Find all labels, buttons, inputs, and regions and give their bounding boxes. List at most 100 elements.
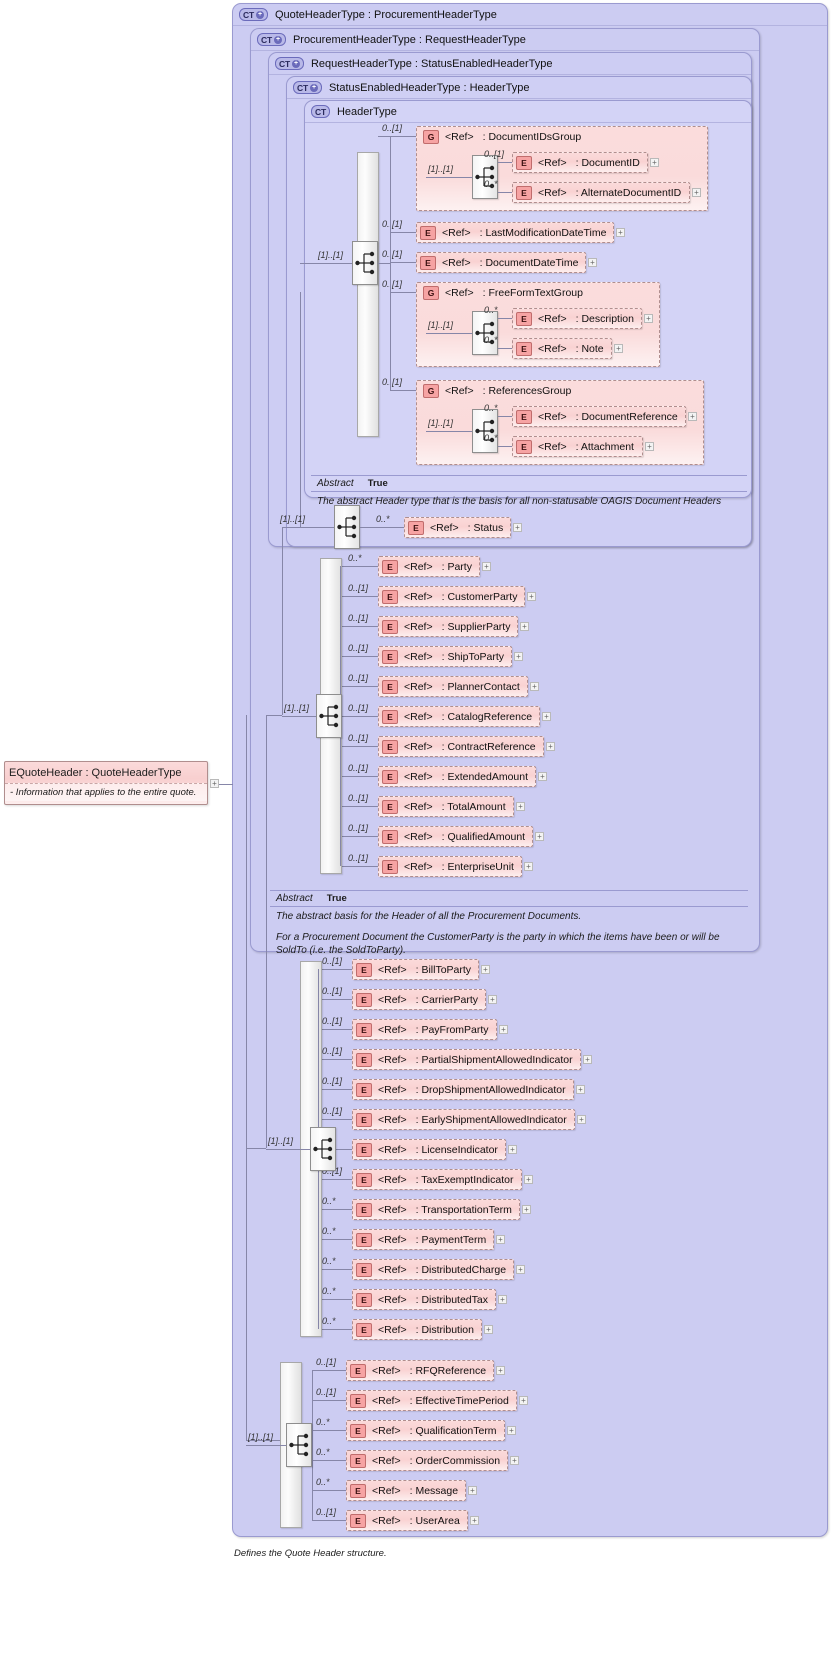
expand-node-icon[interactable]: + <box>499 1025 508 1034</box>
expand-node-icon[interactable]: + <box>519 1396 528 1405</box>
sequence-compositor-icon[interactable] <box>310 1127 336 1171</box>
sequence-compositor-icon[interactable] <box>472 311 498 355</box>
element-node[interactable]: E<Ref>: DocumentDateTime <box>416 252 586 273</box>
expand-node-icon[interactable]: + <box>514 652 523 661</box>
connector <box>318 1179 352 1180</box>
expand-node-icon[interactable]: + <box>507 1426 516 1435</box>
element-node[interactable]: E<Ref>: PayFromParty <box>352 1019 497 1040</box>
expand-node-icon[interactable]: + <box>482 562 491 571</box>
expand-node-icon[interactable]: + <box>542 712 551 721</box>
element-node[interactable]: E<Ref>: QualifiedAmount <box>378 826 533 847</box>
element-node[interactable]: E<Ref>: ShipToParty <box>378 646 512 667</box>
element-node[interactable]: E<Ref>: CustomerParty <box>378 586 525 607</box>
element-node[interactable]: E<Ref>: BillToParty <box>352 959 479 980</box>
expand-node-icon[interactable]: + <box>468 1486 477 1495</box>
element-node[interactable]: E<Ref>: Attachment <box>512 436 643 457</box>
element-node[interactable]: E<Ref>: EnterpriseUnit <box>378 856 522 877</box>
connector <box>390 262 416 263</box>
expand-node-icon[interactable]: + <box>498 1295 507 1304</box>
element-node[interactable]: E<Ref>: TransportationTerm <box>352 1199 520 1220</box>
element-name: : ContractReference <box>441 740 536 753</box>
element-node[interactable]: E<Ref>: EarlyShipmentAllowedIndicator <box>352 1109 575 1130</box>
element-node[interactable]: E<Ref>: DistributedTax <box>352 1289 496 1310</box>
sequence-compositor-icon[interactable] <box>334 505 360 549</box>
element-node[interactable]: E<Ref>: PartialShipmentAllowedIndicator <box>352 1049 581 1070</box>
complex-type-badge-icon[interactable]: CT+ <box>275 57 304 70</box>
element-node[interactable]: E<Ref>: LastModificationDateTime <box>416 222 614 243</box>
expand-node-icon[interactable]: + <box>614 344 623 353</box>
expand-node-icon[interactable]: + <box>524 1175 533 1184</box>
expand-node-icon[interactable]: + <box>645 442 654 451</box>
expand-node-icon[interactable]: + <box>692 188 701 197</box>
expand-node-icon[interactable]: + <box>530 682 539 691</box>
expand-node-icon[interactable]: + <box>513 523 522 532</box>
expand-node-icon[interactable]: + <box>650 158 659 167</box>
element-name: : BillToParty <box>415 963 472 976</box>
element-node[interactable]: E<Ref>: AlternateDocumentID <box>512 182 690 203</box>
expand-node-icon[interactable]: + <box>470 1516 479 1525</box>
expand-node-icon[interactable]: + <box>484 1325 493 1334</box>
element-node[interactable]: E<Ref>: Description <box>512 308 642 329</box>
element-node[interactable]: E<Ref>: CarrierParty <box>352 989 486 1010</box>
element-node[interactable]: E<Ref>: PaymentTerm <box>352 1229 494 1250</box>
element-node[interactable]: E<Ref>: TotalAmount <box>378 796 514 817</box>
expand-node-icon[interactable]: + <box>510 1456 519 1465</box>
expand-node-icon[interactable]: + <box>577 1115 586 1124</box>
element-node[interactable]: E<Ref>: Note <box>512 338 612 359</box>
expand-node-icon[interactable]: + <box>688 412 697 421</box>
element-badge-icon: E <box>382 859 398 874</box>
sequence-compositor-icon[interactable] <box>472 155 498 199</box>
complex-type-badge-icon[interactable]: CT+ <box>293 81 322 94</box>
expand-node-icon[interactable]: + <box>516 802 525 811</box>
element-node[interactable]: E<Ref>: Party <box>378 556 480 577</box>
expand-node-icon[interactable]: + <box>616 228 625 237</box>
expand-node-icon[interactable]: + <box>588 258 597 267</box>
expand-node-icon[interactable]: + <box>488 995 497 1004</box>
sequence-compositor-icon[interactable] <box>286 1423 312 1467</box>
complex-type-badge-icon[interactable]: CT+ <box>239 8 268 21</box>
expand-node-icon[interactable]: + <box>524 862 533 871</box>
element-node[interactable]: E<Ref>: Distribution <box>352 1319 482 1340</box>
element-node[interactable]: E<Ref>: QualificationTerm <box>346 1420 505 1441</box>
element-node[interactable]: E<Ref>: ContractReference <box>378 736 544 757</box>
sequence-compositor-icon[interactable] <box>472 409 498 453</box>
element-node[interactable]: E<Ref>: Status <box>404 517 511 538</box>
root-element-quote-header[interactable]: E QuoteHeader : QuoteHeaderType - Inform… <box>4 761 208 805</box>
expand-node-icon[interactable]: + <box>522 1205 531 1214</box>
expand-root-icon[interactable]: + <box>210 779 219 788</box>
element-node[interactable]: E<Ref>: UserArea <box>346 1510 468 1531</box>
element-node[interactable]: E<Ref>: RFQReference <box>346 1360 494 1381</box>
connector <box>390 136 416 137</box>
expand-node-icon[interactable]: + <box>516 1265 525 1274</box>
expand-node-icon[interactable]: + <box>496 1366 505 1375</box>
expand-node-icon[interactable]: + <box>496 1235 505 1244</box>
element-node[interactable]: E<Ref>: DistributedCharge <box>352 1259 514 1280</box>
expand-node-icon[interactable]: + <box>520 622 529 631</box>
sequence-compositor-icon[interactable] <box>352 241 378 285</box>
expand-node-icon[interactable]: + <box>527 592 536 601</box>
expand-node-icon[interactable]: + <box>546 742 555 751</box>
element-node[interactable]: E<Ref>: DocumentReference <box>512 406 686 427</box>
container-title: StatusEnabledHeaderType : HeaderType <box>328 81 530 94</box>
expand-node-icon[interactable]: + <box>538 772 547 781</box>
expand-node-icon[interactable]: + <box>481 965 490 974</box>
element-node[interactable]: E<Ref>: CatalogReference <box>378 706 540 727</box>
element-node[interactable]: E<Ref>: TaxExemptIndicator <box>352 1169 522 1190</box>
element-node[interactable]: E<Ref>: DocumentID <box>512 152 648 173</box>
sequence-compositor-icon[interactable] <box>316 694 342 738</box>
expand-node-icon[interactable]: + <box>535 832 544 841</box>
expand-node-icon[interactable]: + <box>583 1055 592 1064</box>
element-node[interactable]: E<Ref>: SupplierParty <box>378 616 518 637</box>
element-node[interactable]: E<Ref>: Message <box>346 1480 466 1501</box>
element-node[interactable]: E<Ref>: EffectiveTimePeriod <box>346 1390 517 1411</box>
element-node[interactable]: E<Ref>: LicenseIndicator <box>352 1139 506 1160</box>
expand-node-icon[interactable]: + <box>576 1085 585 1094</box>
element-node[interactable]: E<Ref>: OrderCommission <box>346 1450 508 1471</box>
element-node[interactable]: E<Ref>: PlannerContact <box>378 676 528 697</box>
expand-node-icon[interactable]: + <box>644 314 653 323</box>
complex-type-badge-icon[interactable]: CT+ <box>257 33 286 46</box>
element-name: : CustomerParty <box>441 590 518 603</box>
element-node[interactable]: E<Ref>: DropShipmentAllowedIndicator <box>352 1079 574 1100</box>
element-node[interactable]: E<Ref>: ExtendedAmount <box>378 766 536 787</box>
expand-node-icon[interactable]: + <box>508 1145 517 1154</box>
